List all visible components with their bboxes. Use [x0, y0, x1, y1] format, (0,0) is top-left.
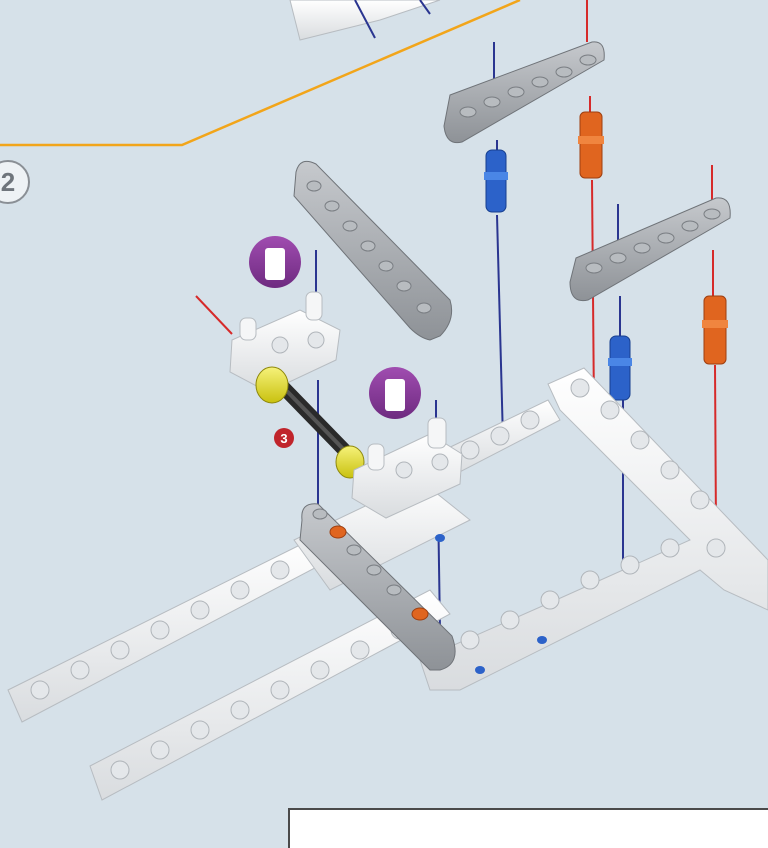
purple-slot-badge-icon — [249, 236, 301, 288]
orange-pin — [578, 112, 604, 178]
gray-beam-right — [570, 198, 730, 301]
assembly-diagram — [0, 0, 768, 827]
purple-slot-badge-icon — [369, 367, 421, 419]
blue-pin — [608, 336, 632, 400]
black-axle — [280, 384, 352, 458]
previous-step-parts — [290, 0, 440, 40]
yellow-bushing — [256, 367, 288, 403]
next-step-panel — [288, 808, 768, 848]
orange-pin — [702, 296, 728, 364]
step-divider-line — [0, 0, 520, 145]
callout-number-badge: 3 — [274, 428, 294, 448]
blue-pin — [484, 150, 508, 212]
